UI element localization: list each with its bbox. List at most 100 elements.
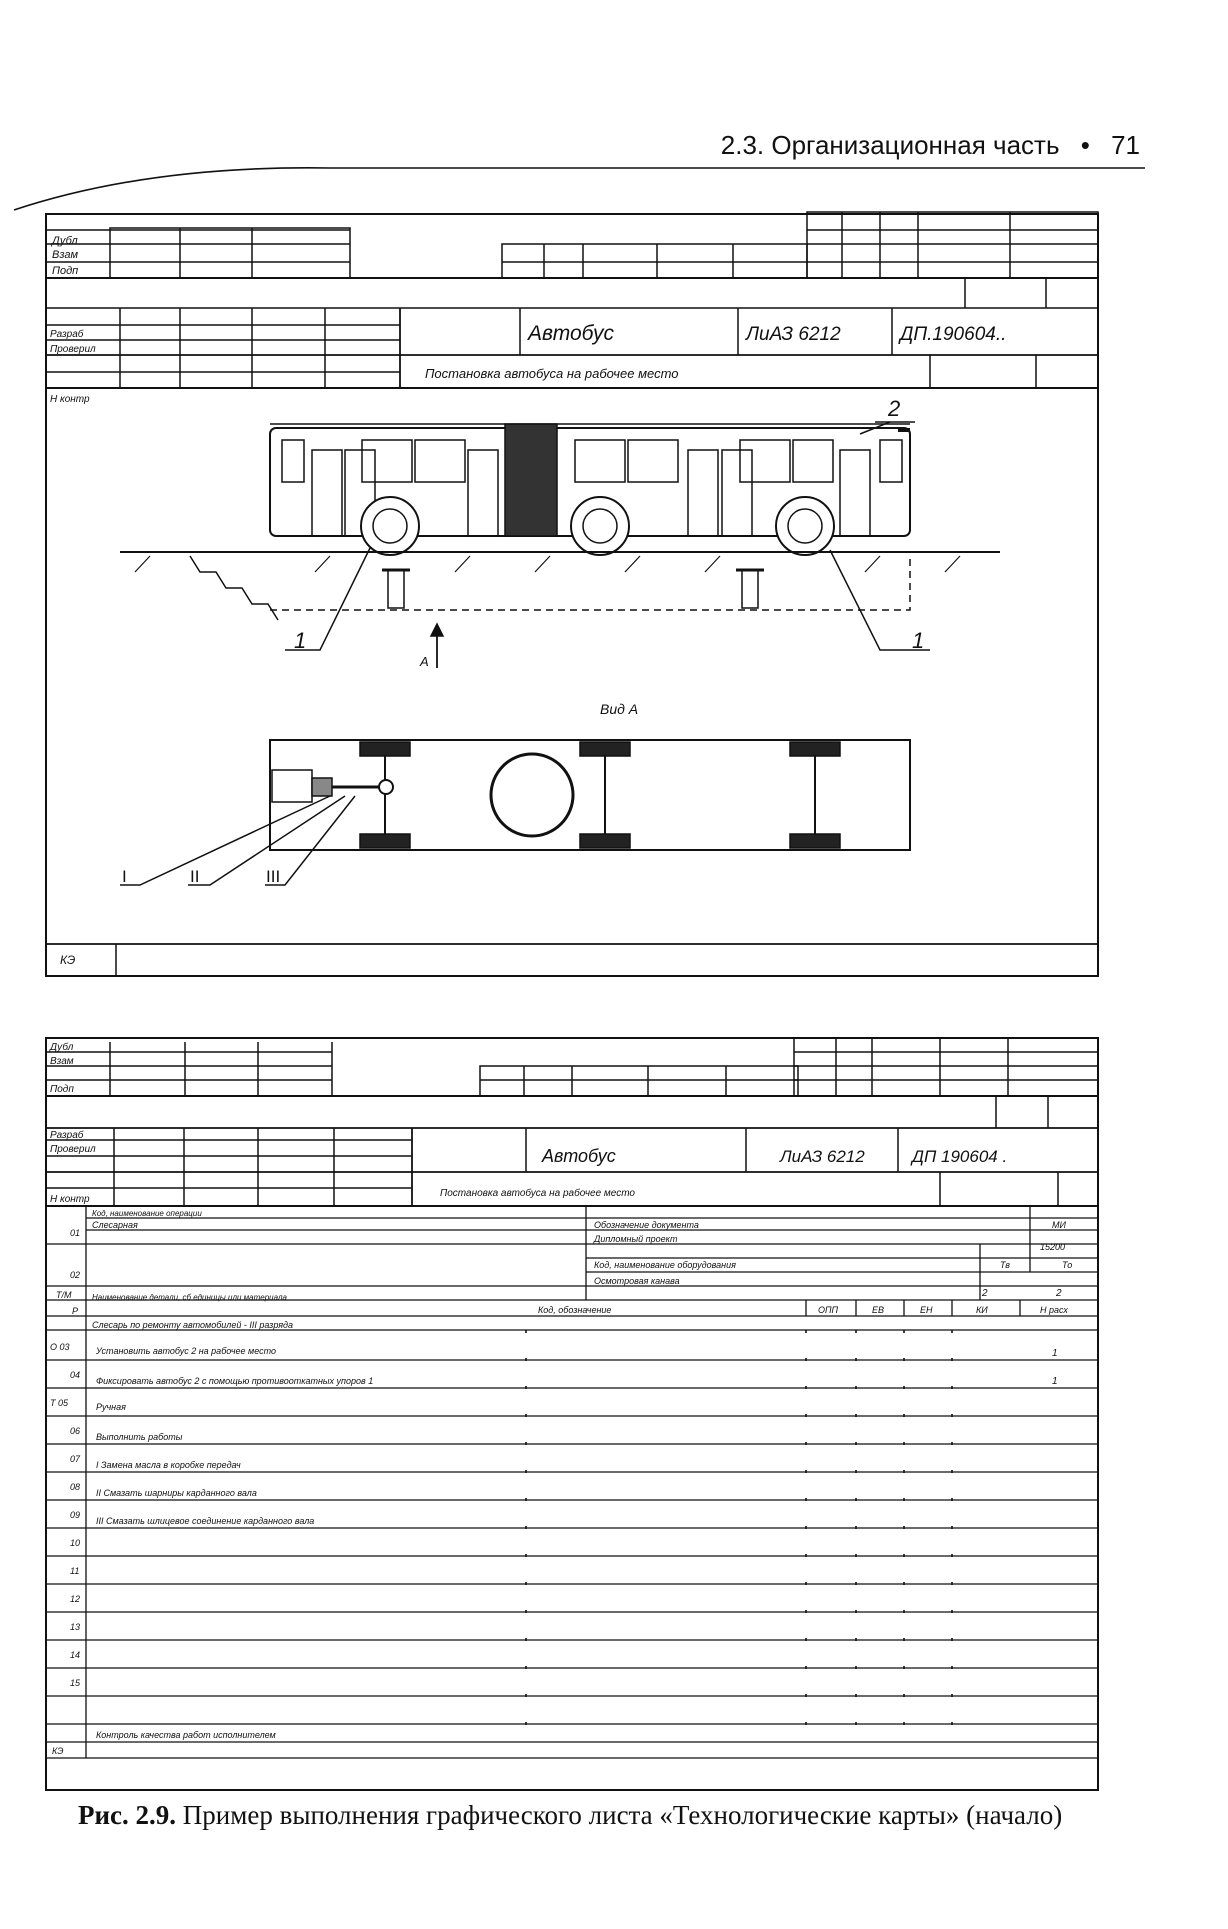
row-code: Т/М	[56, 1290, 72, 1300]
row-code: 11	[70, 1566, 79, 1576]
sheet-1-frame	[45, 213, 1099, 977]
step-text: Установить автобус 2 на рабочее место	[95, 1346, 276, 1356]
step-value: 1	[1052, 1376, 1058, 1387]
role-label: Проверил	[50, 1144, 96, 1155]
row-code: КЭ	[52, 1746, 63, 1756]
wheel-stop-right	[741, 569, 759, 609]
sheet-1-title-block	[46, 211, 1099, 389]
code-header: Код, обозначение	[538, 1305, 611, 1315]
callout-1-left: 1	[294, 628, 306, 653]
figure-number: Рис. 2.9.	[78, 1800, 177, 1830]
role-label: Н контр	[50, 394, 90, 405]
callout-1-right-leader	[829, 549, 930, 651]
callout-1-left-leader	[285, 547, 371, 651]
role-label: Н контр	[50, 1194, 90, 1205]
row-code: 04	[70, 1370, 80, 1380]
row-code: Т 05	[50, 1398, 69, 1408]
col-header: КИ	[976, 1305, 988, 1315]
stamp-label: Дубл	[49, 1041, 74, 1053]
page-number: 71	[1111, 130, 1140, 160]
product-name: Автобус	[526, 322, 615, 345]
bus-bottom-view	[120, 739, 911, 886]
row-code: 14	[70, 1650, 80, 1660]
step-text: Выполнить работы	[96, 1432, 183, 1442]
bus-side-view	[269, 421, 915, 556]
role-label: Разраб	[50, 328, 84, 340]
figure-text: Пример выполнения графического листа «Те…	[182, 1800, 1063, 1830]
roman-label: III	[266, 867, 280, 886]
figure-caption: Рис. 2.9. Пример выполнения графического…	[78, 1800, 1178, 1831]
wheel	[775, 496, 835, 556]
stamp-label: Подп	[50, 1084, 74, 1095]
op-name: Слесарная	[92, 1220, 138, 1230]
callout-2-leader	[859, 421, 891, 435]
roman-label: II	[190, 867, 199, 886]
op-name-header: Код, наименование операции	[92, 1209, 202, 1218]
sheet-1	[45, 211, 1099, 977]
to-value: 2	[1055, 1288, 1062, 1299]
wheel	[360, 496, 420, 556]
stamp-label: Взам	[50, 1056, 74, 1067]
row-code: 01	[70, 1228, 80, 1238]
te-value: 2	[981, 1288, 988, 1299]
te-header: Тв	[1000, 1260, 1010, 1270]
bullet: •	[1080, 130, 1090, 160]
col-header: ОПП	[818, 1305, 839, 1315]
mi-value: 15200	[1040, 1242, 1065, 1252]
designation: ДП.190604..	[898, 324, 1006, 345]
view-arrow-label: А	[419, 654, 429, 669]
product-name: Автобус	[541, 1146, 616, 1166]
step-text: I Замена масла в коробке передач	[96, 1460, 241, 1470]
worker: Слесарь по ремонту автомобилей - III раз…	[92, 1320, 293, 1330]
mi-header: МИ	[1052, 1220, 1066, 1230]
role-label: Проверил	[50, 344, 96, 355]
wheel-stop-left	[387, 569, 405, 609]
running-header: 2.3. Организационная часть • 71	[700, 130, 1140, 161]
stamp-label: Взам	[52, 249, 78, 261]
stamp-label: Дубл	[50, 235, 78, 247]
row-code: 02	[70, 1270, 80, 1280]
row-code: 09	[70, 1510, 80, 1520]
step-text: Ручная	[96, 1402, 126, 1412]
callout-III-leader	[265, 795, 356, 886]
sheet-2-frame	[45, 1037, 1099, 1791]
operation-title: Постановка автобуса на рабочее место	[440, 1187, 635, 1199]
callout-2: 2	[887, 396, 900, 421]
quality-control: Контроль качества работ исполнителем	[96, 1730, 276, 1740]
callout-II-leader	[188, 795, 346, 886]
callout-1-right: 1	[912, 628, 924, 653]
row-code: 07	[70, 1454, 81, 1464]
sheet-2	[45, 1037, 1099, 1791]
row-code: 15	[70, 1678, 81, 1688]
doc-header: Обозначение документа	[594, 1220, 699, 1230]
part-header: Наименование детали, сб единицы или мате…	[92, 1293, 287, 1302]
view-label: Вид А	[600, 701, 638, 717]
step-text: II Смазать шарниры карданного вала	[96, 1488, 257, 1498]
step-text: III Смазать шлицевое соединение карданно…	[96, 1516, 314, 1526]
col-header: ЕН	[920, 1305, 933, 1315]
row-code: 08	[70, 1482, 80, 1492]
operation-title: Постановка автобуса на рабочее место	[425, 366, 679, 381]
row-code: 12	[70, 1594, 80, 1604]
row-code: О 03	[50, 1342, 70, 1352]
turntable	[489, 752, 575, 838]
roman-label: I	[122, 867, 127, 886]
role-label: Разраб	[50, 1129, 84, 1141]
row-code: Р	[72, 1306, 78, 1316]
operations-grid	[46, 1206, 1098, 1759]
model-name: ЛиАЗ 6212	[779, 1147, 865, 1166]
header-rule	[13, 167, 1145, 211]
row-code: 06	[70, 1426, 80, 1436]
inspection-pit	[120, 547, 1000, 668]
step-value: 1	[1052, 1348, 1058, 1359]
designation: ДП 190604 .	[910, 1147, 1007, 1166]
col-header: Н расх	[1040, 1305, 1068, 1315]
row-code: 10	[70, 1538, 80, 1548]
callout-I-leader	[120, 795, 331, 886]
to-header: То	[1062, 1260, 1072, 1270]
equip-header: Код, наименование оборудования	[594, 1260, 736, 1270]
sheet-2-title-block	[46, 1037, 1099, 1207]
stamp-label: Подп	[52, 265, 78, 277]
col-header: ЕВ	[872, 1305, 884, 1315]
